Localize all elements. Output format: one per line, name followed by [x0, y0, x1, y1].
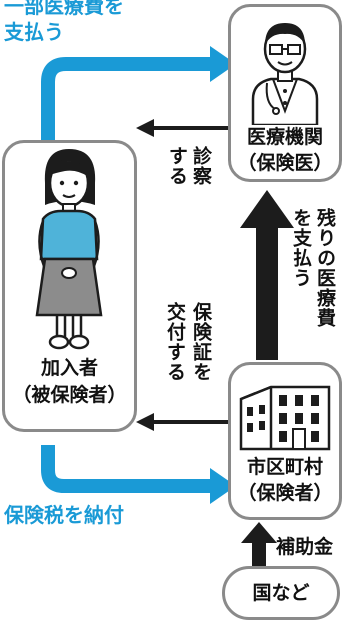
issue-card-label-col2: 交付する — [164, 302, 186, 382]
hospital-label-line2: （保険医） — [237, 152, 333, 174]
copay-arrowhead — [210, 46, 236, 82]
treat-label-col1: 診察 — [190, 146, 212, 186]
hospital-node: 医療機関 （保険医） — [228, 4, 342, 182]
treat-label-col2: する — [166, 146, 188, 186]
copay-label-line2: 支払う — [4, 20, 64, 44]
woman-icon — [35, 149, 103, 350]
subsidy-label: 補助金 — [276, 536, 334, 558]
city-label-line1: 市区町村 — [246, 456, 323, 478]
remaining-label-col2: を支払う — [290, 208, 312, 288]
doctor-icon — [251, 23, 319, 125]
insured-label-line2: （被保険者） — [12, 384, 127, 406]
building-icon — [239, 385, 331, 451]
insured-label-line1: 加入者 — [40, 357, 98, 379]
tax-arrowhead — [210, 468, 236, 504]
country-node: 国など — [222, 566, 340, 620]
treat-arrowhead — [136, 119, 154, 137]
subsidy-arrowhead — [241, 522, 277, 543]
remaining-label-col1: 残りの医療費 — [314, 208, 336, 328]
city-node: 市区町村 （保険者） — [228, 362, 342, 520]
country-label: 国など — [252, 582, 310, 604]
copay-arrow — [41, 57, 212, 150]
tax-label: 保険税を納付 — [4, 503, 124, 527]
remaining-arrowhead — [240, 190, 294, 228]
tax-arrow — [41, 445, 212, 493]
copay-label-line1: 一部医療費を — [4, 0, 124, 18]
issue-card-arrowhead — [136, 413, 154, 431]
issue-card-label-col1: 保険証を — [190, 302, 212, 382]
city-label-line2: （保険者） — [237, 482, 333, 504]
insured-node: 加入者 （被保険者） — [2, 140, 137, 432]
hospital-label-line1: 医療機関 — [246, 126, 323, 148]
